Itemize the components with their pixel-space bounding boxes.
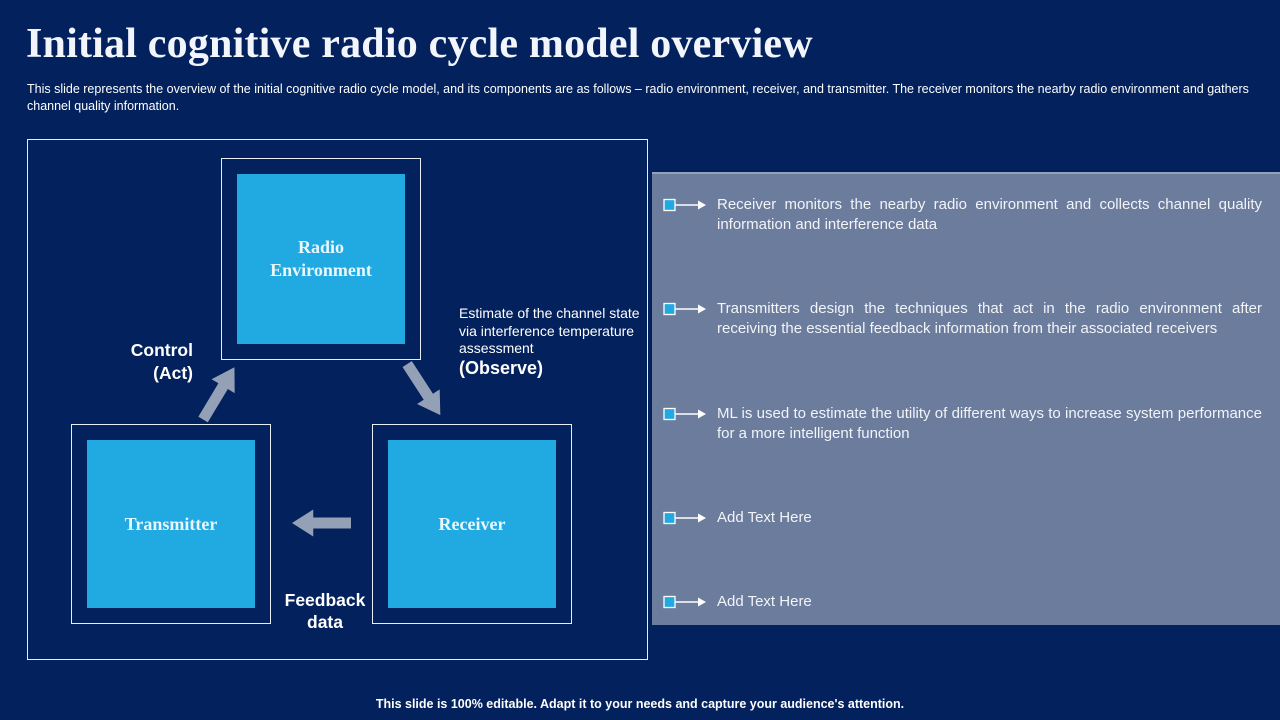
- diagram-frame: Radio Environment Transmitter Receiver C…: [27, 139, 648, 660]
- bullet-arrow-icon: [663, 511, 706, 525]
- node-transmitter-label: Transmitter: [124, 513, 218, 534]
- bullet-arrow-icon: [663, 302, 706, 316]
- control-act-label: Control (Act): [88, 339, 193, 385]
- panel-item-text: Transmitters design the techniques that …: [717, 300, 1262, 337]
- bullet-panel: Receiver monitors the nearby radio envir…: [652, 172, 1280, 625]
- node-radio-environment-fill: Radio Environment: [237, 174, 405, 344]
- slide-description: This slide represents the overview of th…: [27, 82, 1249, 113]
- node-receiver: Receiver: [372, 424, 572, 624]
- panel-item: Transmitters design the techniques that …: [663, 299, 1267, 339]
- panel-item: ML is used to estimate the utility of di…: [663, 404, 1267, 444]
- footer-note: This slide is 100% editable. Adapt it to…: [375, 697, 905, 711]
- observe-emphasis-text: (Observe): [459, 357, 544, 378]
- panel-item: Receiver monitors the nearby radio envir…: [663, 195, 1267, 235]
- node-receiver-fill: Receiver: [388, 440, 556, 608]
- node-transmitter: Transmitter: [71, 424, 271, 624]
- text-placeholder[interactable]: Add Text Here: [717, 593, 812, 610]
- node-radio-environment: Radio Environment: [221, 158, 421, 360]
- bullet-arrow-icon: [663, 595, 706, 609]
- panel-item: Add Text Here: [663, 508, 1267, 528]
- feedback-data-label-line1: Feedback: [284, 590, 366, 610]
- node-receiver-label: Receiver: [438, 513, 506, 534]
- observe-note-label: Estimate of the channel state via interf…: [459, 305, 644, 377]
- feedback-arrow-icon: [291, 509, 351, 537]
- text-placeholder[interactable]: Add Text Here: [717, 509, 812, 526]
- feedback-data-label: Feedback data: [265, 589, 385, 633]
- control-act-label-line2: (Act): [153, 363, 193, 383]
- node-radio-environment-label: Radio Environment: [270, 237, 372, 280]
- bullet-arrow-icon: [663, 407, 706, 421]
- bullet-arrow-icon: [663, 198, 706, 212]
- panel-item-text: Receiver monitors the nearby radio envir…: [717, 196, 1262, 233]
- act-arrow-icon: [198, 367, 235, 423]
- page-title: Initial cognitive radio cycle model over…: [26, 21, 813, 67]
- observe-arrow-icon: [402, 361, 441, 416]
- feedback-data-label-line2: data: [307, 612, 343, 632]
- panel-item-text: ML is used to estimate the utility of di…: [717, 405, 1262, 442]
- observe-note-text: Estimate of the channel state via interf…: [459, 305, 640, 356]
- control-act-label-line1: Control: [130, 340, 193, 360]
- node-transmitter-fill: Transmitter: [87, 440, 255, 608]
- panel-item: Add Text Here: [663, 592, 1267, 612]
